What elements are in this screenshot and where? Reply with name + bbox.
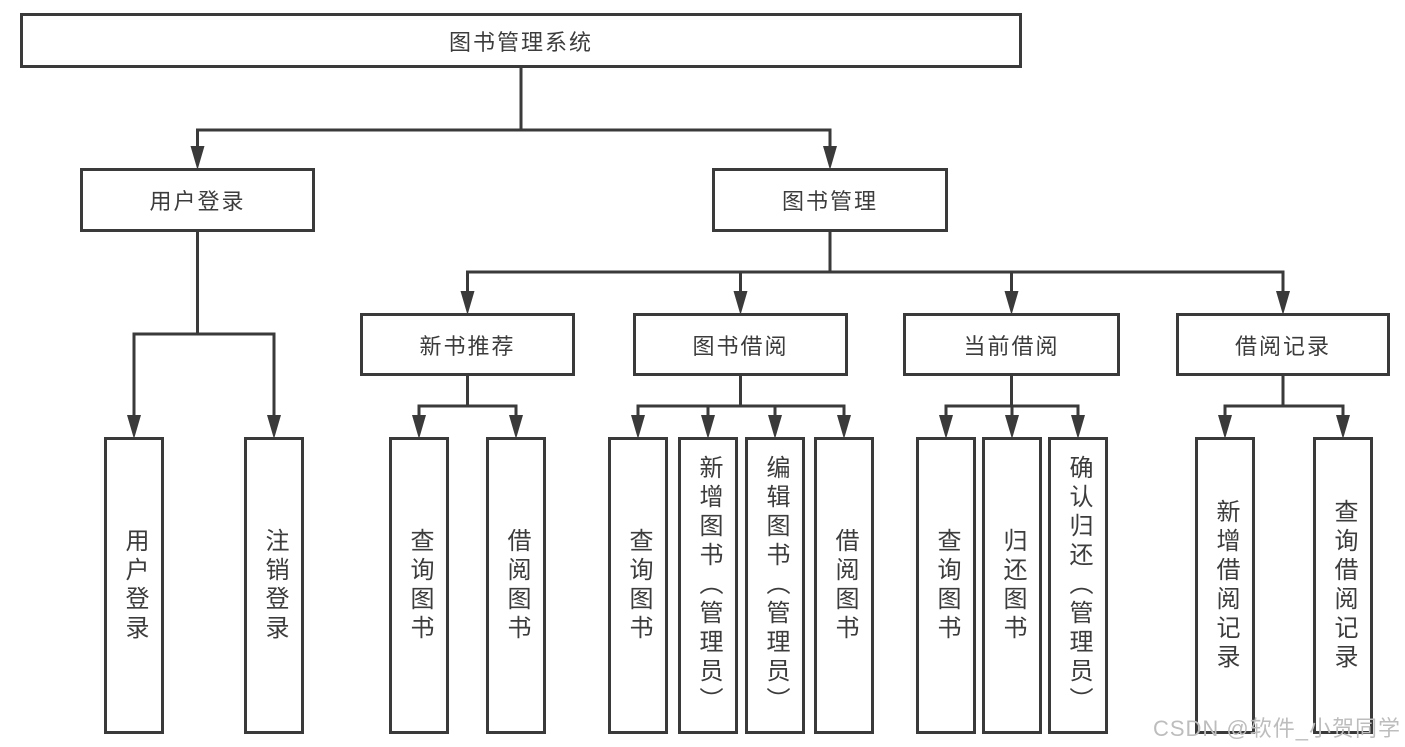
node-leaf-cb-return: 归还图书 xyxy=(982,437,1042,734)
node-user-login: 用户登录 xyxy=(80,168,315,232)
arrowhead-icon xyxy=(1276,291,1290,315)
node-leaf-user-login: 用户登录 xyxy=(104,437,164,734)
node-leaf-cb-confirm: 确认归还（管理员） xyxy=(1048,437,1108,734)
arrowhead-icon xyxy=(733,291,748,315)
arrowhead-icon xyxy=(837,415,851,439)
node-leaf-rec-borrow: 借阅图书 xyxy=(486,437,546,734)
node-label: 用户登录 xyxy=(149,189,246,214)
arrowhead-icon xyxy=(701,415,715,439)
node-label: 借阅图书 xyxy=(831,527,858,644)
node-label: 图书管理系统 xyxy=(448,29,593,55)
arrowhead-icon xyxy=(631,415,645,439)
node-label: 当前借阅 xyxy=(963,333,1060,359)
node-label: 借阅图书 xyxy=(503,527,530,644)
arrowhead-icon xyxy=(1004,291,1019,315)
node-leaf-rec-query: 查询图书 xyxy=(389,437,449,734)
node-root: 图书管理系统 xyxy=(20,13,1022,68)
node-label: 新增借阅记录 xyxy=(1212,498,1239,673)
node-label: 借阅记录 xyxy=(1234,333,1331,359)
arrowhead-icon xyxy=(127,415,141,439)
node-book-mgmt: 图书管理 xyxy=(712,168,948,232)
node-label: 查询借阅记录 xyxy=(1330,498,1357,673)
node-label: 注销登录 xyxy=(261,527,288,644)
arrowhead-icon xyxy=(1218,415,1232,439)
node-leaf-cb-query: 查询图书 xyxy=(916,437,976,734)
node-leaf-br-add: 新增借阅记录 xyxy=(1195,437,1255,734)
node-leaf-bb-borrow: 借阅图书 xyxy=(814,437,874,734)
node-leaf-logout: 注销登录 xyxy=(244,437,304,734)
node-label: 用户登录 xyxy=(121,527,148,644)
node-label: 查询图书 xyxy=(625,527,652,644)
node-leaf-br-query: 查询借阅记录 xyxy=(1313,437,1373,734)
arrowhead-icon xyxy=(939,415,953,439)
arrowhead-icon xyxy=(1336,415,1350,439)
node-leaf-bb-edit: 编辑图书（管理员） xyxy=(745,437,805,734)
arrowhead-icon xyxy=(1005,415,1019,439)
arrowhead-icon xyxy=(509,415,523,439)
node-label: 新增图书（管理员） xyxy=(695,455,722,716)
node-current-borrow: 当前借阅 xyxy=(903,313,1120,376)
node-label: 确认归还（管理员） xyxy=(1065,455,1092,716)
node-new-book-rec: 新书推荐 xyxy=(360,313,575,376)
node-label: 归还图书 xyxy=(999,527,1026,644)
node-leaf-bb-add: 新增图书（管理员） xyxy=(678,437,738,734)
arrowhead-icon xyxy=(190,146,205,170)
node-label: 查询图书 xyxy=(406,527,433,644)
node-label: 查询图书 xyxy=(933,527,960,644)
arrowhead-icon xyxy=(412,415,426,439)
node-leaf-bb-query: 查询图书 xyxy=(608,437,668,734)
node-label: 图书管理 xyxy=(781,189,878,214)
node-label: 图书借阅 xyxy=(692,333,789,359)
watermark: CSDN @软件_小贺同学 xyxy=(1152,716,1401,741)
arrowhead-icon xyxy=(460,291,475,315)
node-label: 编辑图书（管理员） xyxy=(762,455,789,716)
arrowhead-icon xyxy=(823,146,837,170)
node-book-borrow: 图书借阅 xyxy=(633,313,848,376)
arrowhead-icon xyxy=(267,415,281,439)
node-borrow-records: 借阅记录 xyxy=(1176,313,1390,376)
arrowhead-icon xyxy=(1071,415,1085,439)
node-label: 新书推荐 xyxy=(419,333,516,359)
arrowhead-icon xyxy=(768,415,782,439)
